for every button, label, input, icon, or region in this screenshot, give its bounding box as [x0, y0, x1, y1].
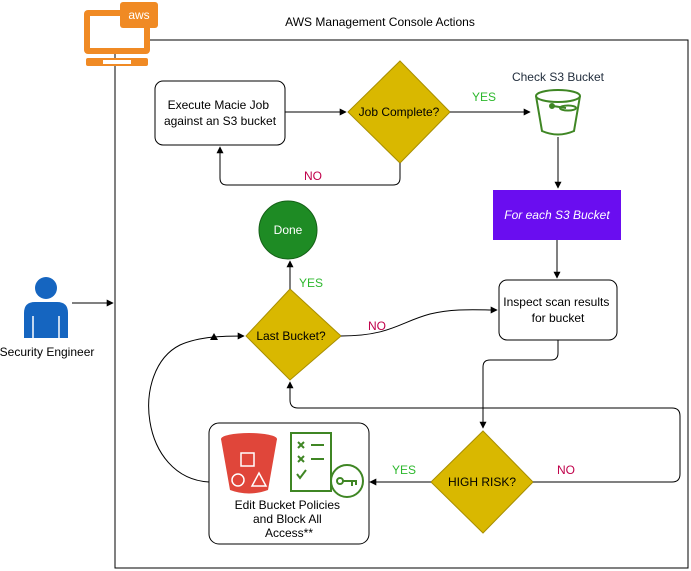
s3-bucket-red-icon	[221, 433, 277, 494]
risk-no-arrow	[286, 381, 681, 483]
done-circle	[258, 200, 318, 260]
actor-label: Security Engineer	[0, 345, 94, 359]
risk-yes-label: YES	[392, 463, 416, 477]
high-risk-label: HIGH RISK?	[448, 475, 516, 489]
s3-bucket-icon	[535, 89, 581, 136]
job-complete-label: Job Complete?	[359, 105, 440, 119]
execute-job-box	[154, 80, 286, 146]
job-yes-label: YES	[472, 90, 496, 104]
for-each-label: For each S3 Bucket	[504, 208, 610, 222]
security-engineer-icon	[24, 277, 68, 338]
edit-to-last-arrow	[148, 332, 245, 483]
job-no-arrow	[216, 146, 401, 186]
inspect-label: Inspect scan results for bucket	[503, 295, 612, 325]
edit-policies-label: Edit Bucket Policies and Block All Acces…	[235, 498, 344, 540]
risk-no-label: NO	[557, 463, 575, 477]
for-each-box	[493, 190, 621, 240]
inspect-box	[498, 279, 618, 341]
high-risk-diamond	[430, 430, 534, 534]
done-label: Done	[274, 223, 303, 237]
inspect-to-risk-arrow	[479, 340, 559, 429]
loop-direction-marker	[210, 333, 218, 340]
last-yes-label: YES	[299, 276, 323, 290]
last-bucket-label: Last Bucket?	[256, 329, 326, 343]
check-bucket-label: Check S3 Bucket	[512, 70, 605, 84]
aws-badge-text: aws	[128, 8, 149, 22]
execute-job-label: Execute Macie Job against an S3 bucket	[164, 98, 277, 128]
diagram-title: AWS Management Console Actions	[285, 15, 475, 29]
last-no-arrow	[340, 306, 498, 337]
job-no-label: NO	[304, 169, 322, 183]
last-bucket-diamond	[245, 288, 342, 381]
aws-console-icon: aws	[84, 2, 158, 66]
last-no-label: NO	[368, 319, 386, 333]
console-frame	[114, 39, 689, 569]
policy-checklist-key-icon	[290, 432, 364, 498]
